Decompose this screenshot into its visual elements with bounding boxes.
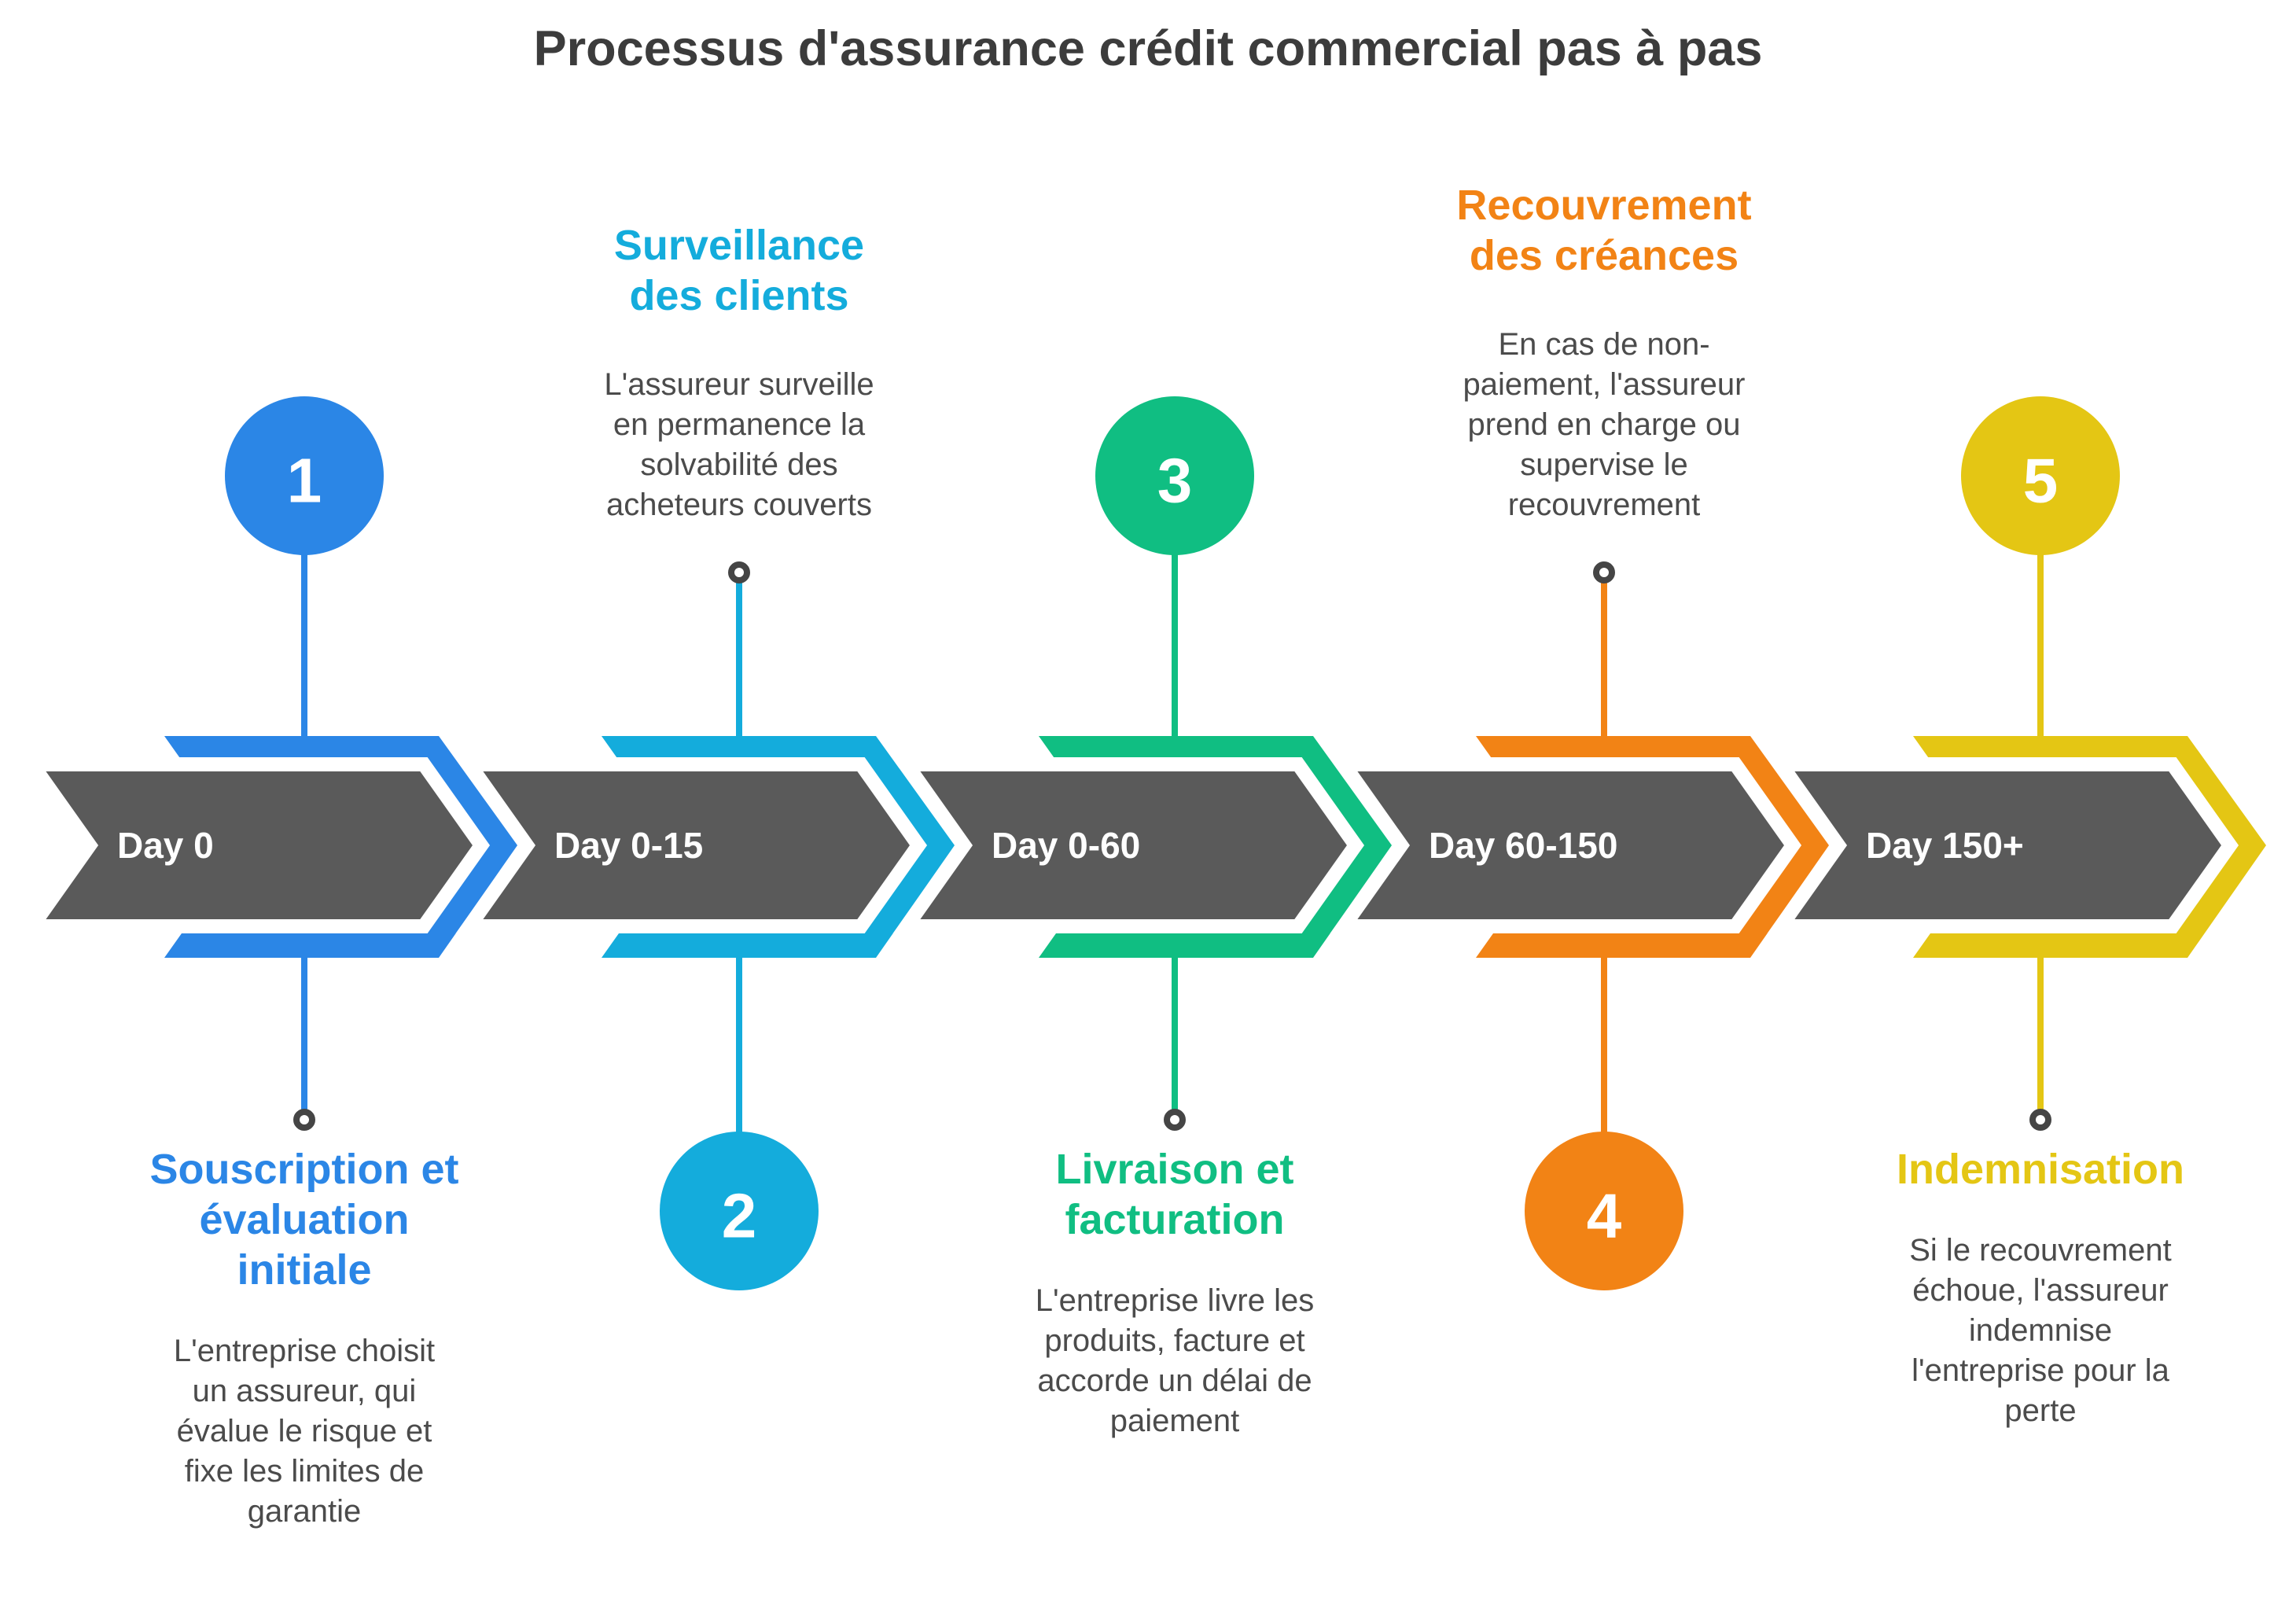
step1-ring (293, 1109, 315, 1131)
step3-number: 3 (1157, 446, 1193, 516)
step2-text-column: Surveillance des clients L'assureur surv… (543, 110, 936, 525)
step3-heading: Livraison et facturation (1055, 1146, 1294, 1243)
step3-description: L'entreprise livre les produits, facture… (1035, 1283, 1315, 1438)
step3-text-column: Livraison et facturation L'entreprise li… (978, 1144, 1371, 1441)
step1-heading: Souscription et évaluation initiale (149, 1146, 459, 1294)
step1-text-column: Souscription et évaluation initiale L'en… (108, 1144, 501, 1532)
step5-circle (1961, 396, 2120, 555)
step2-ring (728, 561, 750, 583)
step4-description: En cas de non- paiement, l'assureur pren… (1463, 327, 1746, 522)
step3-day-label: Day 0-60 (992, 825, 1140, 866)
step3-ring (1164, 1109, 1186, 1131)
step2-band-segment (455, 757, 928, 933)
step5-heading: Indemnisation (1896, 1146, 2185, 1193)
step1-day-label: Day 0 (117, 825, 214, 866)
step3-band-segment (892, 757, 1365, 933)
step5-number: 5 (2023, 446, 2059, 516)
step5-text-column: Indemnisation Si le recouvrement échoue,… (1844, 1144, 2237, 1431)
step5-description: Si le recouvrement échoue, l'assureur in… (1909, 1233, 2172, 1428)
step4-number: 4 (1587, 1181, 1622, 1251)
step1-circle (225, 396, 384, 555)
step1-number: 1 (287, 446, 322, 516)
step3-circle (1095, 396, 1254, 555)
step4-text-column: Recouvrement des créances En cas de non-… (1407, 110, 1801, 525)
step-number-circles: 1 2 3 4 5 (225, 396, 2120, 1290)
step1-description: L'entreprise choisit un assureur, qui év… (173, 1334, 436, 1529)
connector-lines (301, 550, 2044, 1134)
step4-band-segment (1330, 757, 1802, 933)
step2-description: L'assureur surveille en permanence la so… (604, 367, 874, 522)
diagram-title: Processus d'assurance crédit commercial … (533, 21, 1763, 76)
ring-connectors (293, 561, 2051, 1131)
step4-ring (1593, 561, 1615, 583)
step5-band-segment (1767, 757, 2239, 933)
step5-day-label: Day 150+ (1866, 825, 2024, 866)
step4-day-label: Day 60-150 (1429, 825, 1617, 866)
step2-circle (660, 1132, 819, 1290)
day-labels: Day 0 Day 0-15 Day 0-60 Day 60-150 Day 1… (117, 825, 2024, 866)
step2-day-label: Day 0-15 (554, 825, 703, 866)
gray-band-segments (18, 757, 2239, 933)
step2-heading: Surveillance des clients (613, 222, 865, 319)
step1-band-segment (18, 757, 491, 933)
step5-ring (2029, 1109, 2051, 1131)
step4-circle (1525, 1132, 1683, 1290)
step2-number: 2 (722, 1181, 757, 1251)
step4-heading: Recouvrement des créances (1456, 182, 1752, 279)
